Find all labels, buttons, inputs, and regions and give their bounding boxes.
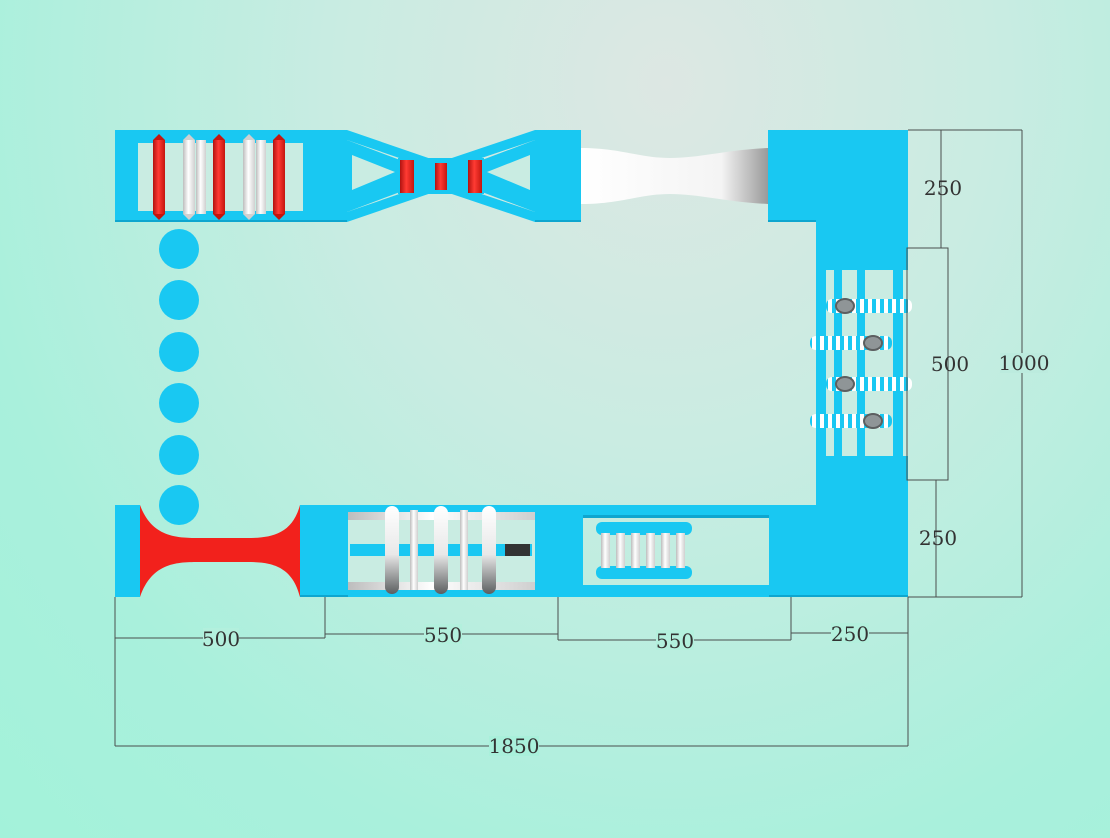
dim-label-total-height: 1000 [999,351,1050,375]
red-white-pillar-section [115,130,347,222]
white-tunnel-section [581,148,768,204]
dim-label-bottom-2: 550 [424,623,462,647]
dimension-labels: 500 550 550 250 1850 250 500 250 1000 [202,176,1050,758]
dim-label-bottom-3: 550 [656,629,694,653]
dim-label-right-middle: 500 [931,352,969,376]
dim-label-total-width: 1850 [489,734,540,758]
cross-peg-section [348,505,558,597]
corner-platform [768,130,908,268]
barrel-cage-section [558,505,769,597]
bottom-right-platform [769,480,908,597]
dim-label-right-top: 250 [924,176,962,200]
roller-beam-section [810,258,912,506]
dim-label-bottom-1: 500 [202,627,240,651]
dim-label-right-bottom: 250 [919,526,957,550]
dim-label-bottom-4: 250 [831,622,869,646]
stepping-balls [159,229,199,525]
hourglass-net-section [347,130,581,222]
red-hurdle-section [115,505,348,597]
